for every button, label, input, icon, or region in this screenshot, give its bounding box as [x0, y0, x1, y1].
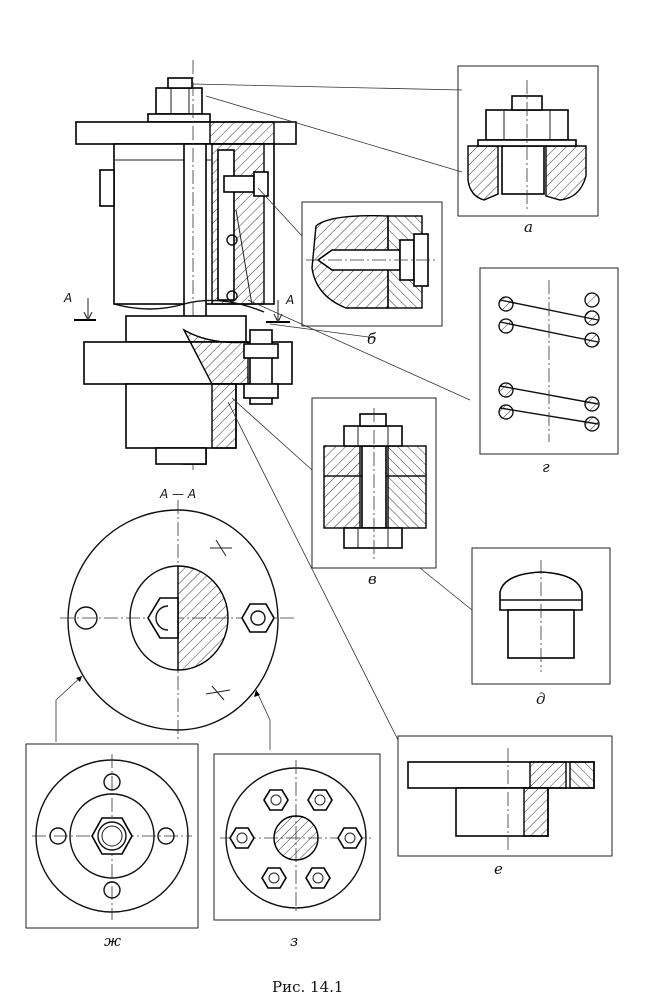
label-v: в	[368, 570, 377, 588]
detail-a: а	[457, 65, 599, 236]
section-leaders	[55, 675, 271, 750]
detail-b: б	[301, 201, 443, 348]
label-zh: ж	[104, 932, 121, 950]
label-e: е	[494, 860, 503, 878]
label-z: з	[290, 932, 298, 950]
detail-v: в	[311, 397, 437, 588]
section-title: А — А	[159, 487, 196, 501]
figure-caption: Рис. 14.1	[272, 978, 343, 996]
section-a-a: А — А	[60, 487, 296, 740]
section-mark-left: А	[63, 291, 72, 305]
section-mark-right: А	[285, 293, 294, 307]
label-g: г	[542, 458, 550, 476]
label-d: д	[536, 690, 546, 708]
label-a: а	[524, 218, 533, 236]
detail-z: з	[213, 753, 381, 950]
label-b: б	[367, 330, 377, 348]
main-assembly: А А	[63, 60, 297, 470]
leader-lines	[191, 83, 473, 741]
detail-e: е	[397, 735, 613, 878]
detail-g: г	[479, 267, 619, 476]
detail-zh: ж	[25, 743, 199, 950]
detail-d: д	[471, 547, 611, 708]
